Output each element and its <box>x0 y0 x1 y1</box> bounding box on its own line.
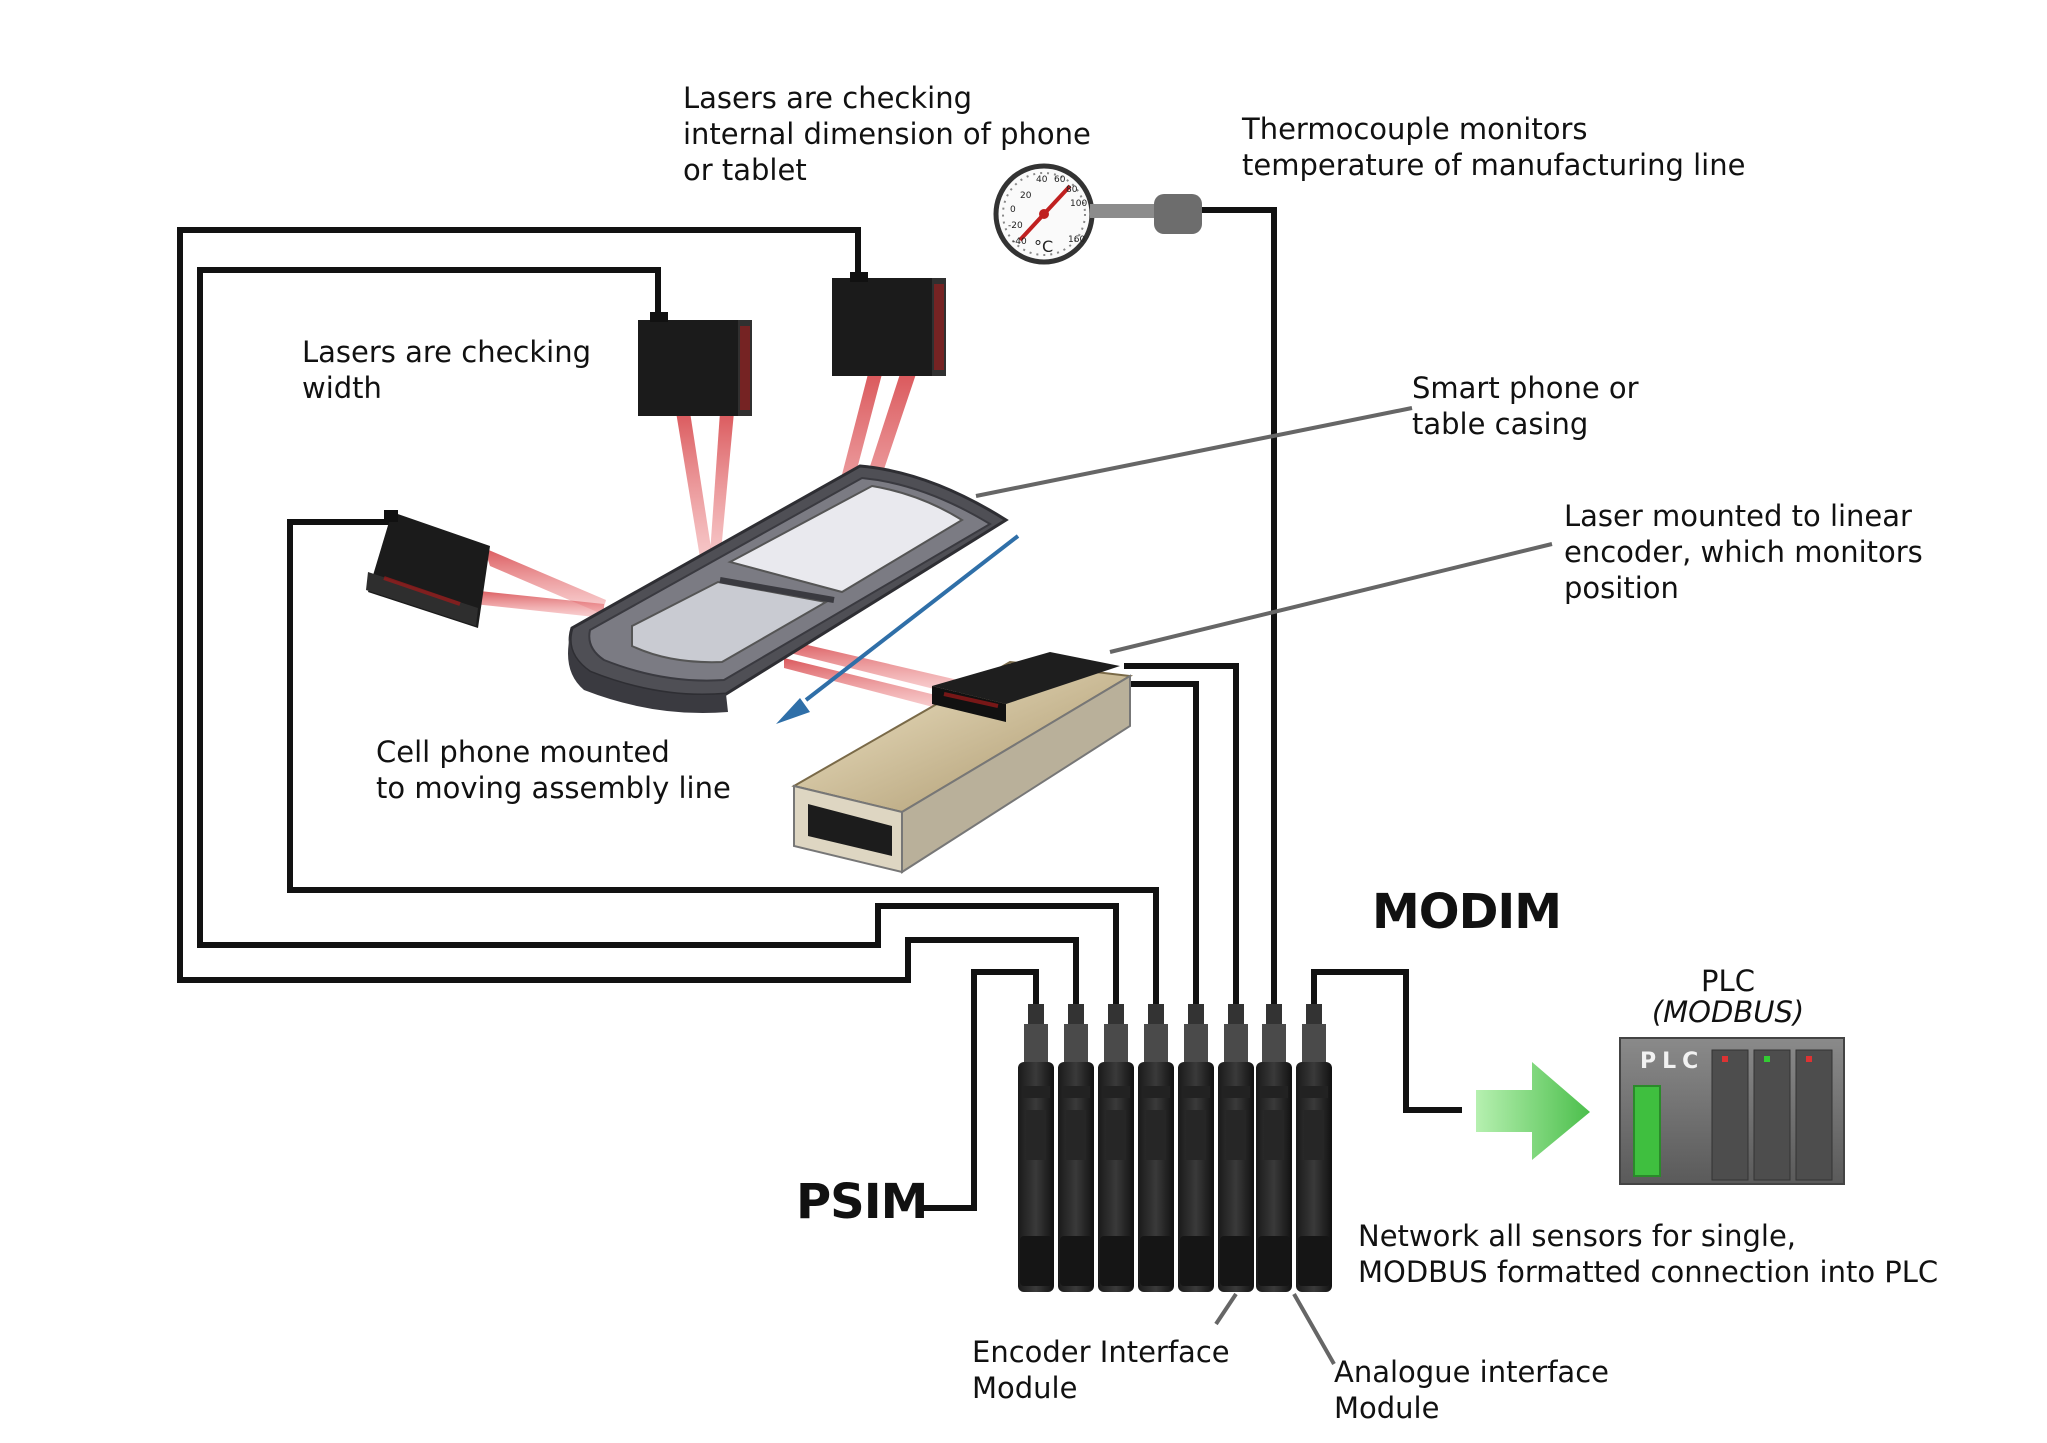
label-line: encoder, which monitors <box>1564 535 1923 569</box>
leader-smart-phone <box>975 406 1413 498</box>
thermocouple-gauge: 20 40 60 80 100 0 -20 -40 160 °C <box>993 163 1202 265</box>
cable-laser-side <box>287 519 1159 1010</box>
gauge-tick-40: 40 <box>1036 175 1048 185</box>
plc-arrow <box>1476 1062 1590 1160</box>
label-line: Analogue interface <box>1334 1355 1609 1389</box>
label-line: MODBUS formatted connection into PLC <box>1358 1255 1939 1289</box>
plc-title: PLC <box>1701 964 1755 998</box>
label-line: or tablet <box>683 153 807 187</box>
interface-module <box>1098 1004 1134 1292</box>
label-line: Cell phone mounted <box>376 735 670 769</box>
label-line: internal dimension of phone <box>683 117 1091 151</box>
cable-modim-plc <box>1311 969 1462 1113</box>
label-encoder-module: Encoder Interface Module <box>972 1334 1230 1406</box>
cable-encoder-laser-b <box>1124 663 1239 1010</box>
beam-top-left-b <box>708 412 734 584</box>
interface-module <box>1138 1004 1174 1292</box>
label-line: Encoder Interface <box>972 1335 1230 1369</box>
beam-side-a <box>484 548 606 614</box>
label-line: Lasers are checking <box>683 81 972 115</box>
plc-face-label: PLC <box>1640 1049 1704 1074</box>
label-lasers-internal: Lasers are checking internal dimension o… <box>683 80 1091 188</box>
label-smart-phone: Smart phone or table casing <box>1412 370 1639 442</box>
label-laser-encoder: Laser mounted to linear encoder, which m… <box>1564 498 1923 606</box>
leader-lines <box>975 406 1553 1365</box>
leader-encoder-module <box>1214 1292 1238 1326</box>
linear-encoder-stage <box>791 652 1134 874</box>
label-network: Network all sensors for single, MODBUS f… <box>1358 1218 1938 1290</box>
gauge-tick-60: 60 <box>1054 175 1066 185</box>
leader-analogue-module <box>1292 1293 1336 1365</box>
cable-encoder-laser-a <box>1124 681 1199 1010</box>
module-label-psim: PSIM <box>796 1174 928 1230</box>
interface-module <box>1178 1004 1214 1292</box>
label-line: Laser mounted to linear <box>1564 499 1912 533</box>
interface-module <box>1218 1004 1254 1292</box>
plc-unit: PLC <box>1619 1037 1845 1185</box>
gauge-tick-minus40: -40 <box>1012 237 1027 247</box>
gauge-tick-100: 100 <box>1070 199 1087 209</box>
label-line: width <box>302 371 382 405</box>
label-analogue-module: Analogue interface Module <box>1334 1354 1609 1426</box>
gauge-tick-80: 80 <box>1066 185 1078 195</box>
laser-sensor-top-right <box>832 272 946 376</box>
label-line: Module <box>972 1371 1078 1405</box>
cable-laser-top-left <box>197 267 1119 1010</box>
beam-top-left-a <box>676 412 716 582</box>
cable-laser-top-right <box>177 227 1079 1010</box>
gauge-tick-160: 160 <box>1068 235 1085 245</box>
interface-module <box>1296 1004 1332 1292</box>
plc-subtitle: (MODBUS) <box>1651 995 1805 1029</box>
label-line: Network all sensors for single, <box>1358 1219 1797 1253</box>
label-line: position <box>1564 571 1679 605</box>
laser-sensor-top-left <box>638 312 752 416</box>
module-stack <box>1018 1004 1332 1292</box>
label-line: Lasers are checking <box>302 335 591 369</box>
gauge-tick-20: 20 <box>1020 191 1032 201</box>
cable-psim <box>920 969 1039 1211</box>
interface-module <box>1018 1004 1054 1292</box>
cable-thermocouple <box>1192 207 1277 1010</box>
beam-side-b <box>470 590 604 618</box>
module-label-modim: MODIM <box>1372 884 1562 940</box>
label-line: table casing <box>1412 407 1589 441</box>
label-line: Module <box>1334 1391 1440 1425</box>
direction-arrow <box>776 534 1020 724</box>
beam-encoder-a <box>786 640 958 694</box>
interface-module <box>1256 1004 1292 1292</box>
gauge-tick-minus20: -20 <box>1008 221 1023 231</box>
label-line: Smart phone or <box>1412 371 1639 405</box>
label-thermocouple: Thermocouple monitors temperature of man… <box>1242 111 1745 183</box>
cables <box>177 207 1462 1211</box>
label-lasers-width: Lasers are checking width <box>302 334 591 406</box>
beam-encoder-b <box>784 658 956 712</box>
leader-laser-encoder <box>1109 542 1553 654</box>
label-cell-phone: Cell phone mounted to moving assembly li… <box>376 734 731 806</box>
laser-sensor-side <box>366 510 490 628</box>
phone-casing <box>568 464 1009 714</box>
interface-module <box>1058 1004 1094 1292</box>
label-line: temperature of manufacturing line <box>1242 148 1746 182</box>
gauge-unit: °C <box>1034 237 1053 256</box>
label-line: Thermocouple monitors <box>1242 112 1588 146</box>
gauge-tick-0: 0 <box>1010 205 1016 215</box>
label-line: to moving assembly line <box>376 771 731 805</box>
